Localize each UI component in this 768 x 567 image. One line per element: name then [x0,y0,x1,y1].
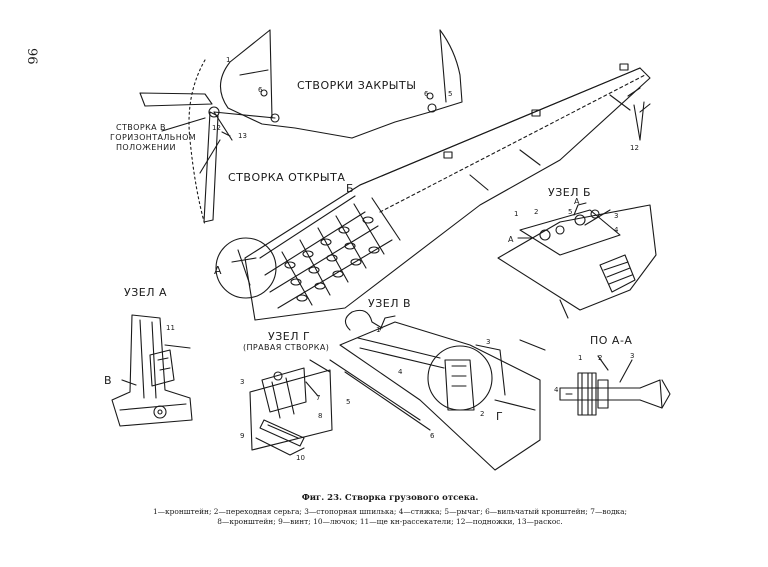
callout-6-v: 6 [430,432,435,440]
callout-4-aa: 4 [554,386,559,394]
callout-2-b: 2 [534,208,538,216]
detail-circle-v [427,345,493,411]
node-b-detail [497,202,657,319]
callout-3-v: 3 [486,338,490,346]
letter-a-arrow-top: А [574,197,580,206]
figure-caption: Фиг. 23. Створка грузового отсека. 1—кро… [110,493,670,527]
callout-7-g: 7 [316,394,320,402]
callout-13-top: 13 [238,132,247,140]
label-door-horizontal-1: СТВОРКА В [116,123,166,132]
cargo-door-panel [244,63,651,321]
door-horizontal [139,92,213,107]
letter-a-circle: А [214,264,222,277]
node-g-detail [249,359,333,456]
legend-line-2: 8—кронштейн; 9—винт; 10—лючок; 11—ще кн-… [217,517,563,526]
callout-3-aa: 3 [630,352,634,360]
letter-a-arrow-left: А [508,235,514,244]
label-node-g: УЗЕЛ Г [268,330,310,343]
label-door-open: СТВОРКА ОТКРЫТА [228,171,345,184]
right-door-closed [351,29,463,139]
callout-1-v: 1 [376,326,380,334]
callout-11-a: 11 [166,324,175,332]
label-node-a: УЗЕЛ А [124,286,167,299]
label-node-v: УЗЕЛ В [368,297,411,310]
letter-g-v: Г [496,410,503,423]
legend-line-1: 1—кронштейн; 2—переходная серьга; 3—стоп… [152,507,628,516]
label-doors-closed: СТВОРКИ ЗАКРЫТЫ [297,79,416,92]
callout-5-right: 5 [448,90,452,98]
callout-10-g: 10 [296,454,305,462]
callout-12-main: 12 [630,144,639,152]
callout-6-right: 6 [424,90,429,98]
label-node-b: УЗЕЛ Б [548,186,591,199]
callout-1-top: 1 [226,56,230,64]
callout-6-top: 6 [258,86,263,94]
letter-v-a: В [104,374,112,387]
callout-4-b: 4 [614,226,619,234]
lever-right [427,103,437,113]
callout-2-aa: 2 [598,354,602,362]
callout-5-v: 5 [346,398,350,406]
callout-1-aa: 1 [578,354,582,362]
letter-b-main: Б [346,182,354,195]
fuselage-frame-arc [188,59,206,226]
doors-cross-section [139,29,463,226]
callout-8-g: 8 [318,412,322,420]
callout-2-v: 2 [480,410,484,418]
callout-1-b: 1 [514,210,518,218]
page-number: 96 [24,48,39,65]
section-aa-detail [559,355,671,416]
callout-12-top: 12 [212,124,221,132]
label-door-horizontal-3: ПОЛОЖЕНИИ [116,143,176,152]
detail-circle-a [215,237,277,299]
callout-3-g: 3 [240,378,244,386]
callout-3-b: 3 [614,212,618,220]
figure-title: Фиг. 23. Створка грузового отсека. [301,493,479,503]
label-node-g-sub: (ПРАВАЯ СТВОРКА) [243,343,329,352]
left-door-closed [219,29,353,139]
node-a-detail [111,314,193,427]
callout-9-g: 9 [240,432,244,440]
label-door-horizontal-2: ГОРИЗОНТАЛЬНОМ [110,133,196,142]
callout-4-v: 4 [398,368,403,376]
callout-5-b: 5 [568,208,572,216]
label-section-aa: ПО А-А [590,334,632,347]
node-v-detail [329,309,546,471]
